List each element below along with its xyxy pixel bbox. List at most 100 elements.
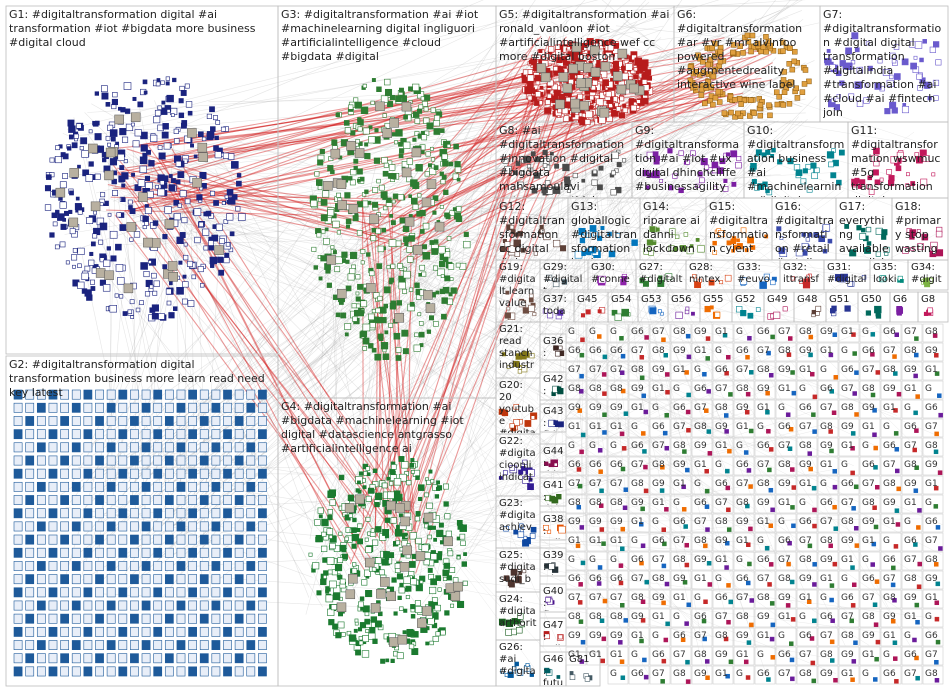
- node-avatar[interactable]: [425, 303, 436, 313]
- node[interactable]: [912, 637, 917, 643]
- node[interactable]: [893, 44, 900, 50]
- node[interactable]: [867, 65, 873, 72]
- node[interactable]: [188, 626, 197, 637]
- node[interactable]: [864, 246, 871, 254]
- node[interactable]: [933, 449, 939, 455]
- node[interactable]: [60, 653, 69, 664]
- node[interactable]: [597, 184, 603, 191]
- node[interactable]: [223, 508, 232, 519]
- node[interactable]: [348, 634, 357, 642]
- node[interactable]: [130, 416, 139, 426]
- node[interactable]: [95, 600, 104, 611]
- node[interactable]: [662, 430, 668, 436]
- node[interactable]: [335, 632, 342, 639]
- node[interactable]: [668, 245, 675, 252]
- node[interactable]: [335, 312, 341, 318]
- node[interactable]: [832, 484, 838, 490]
- node[interactable]: [387, 491, 395, 499]
- node[interactable]: [48, 521, 58, 532]
- node[interactable]: [71, 402, 81, 413]
- node-avatar[interactable]: [168, 272, 178, 282]
- node[interactable]: [522, 476, 530, 484]
- node[interactable]: [223, 521, 232, 532]
- node[interactable]: [859, 233, 867, 240]
- node[interactable]: [653, 170, 659, 177]
- node[interactable]: [405, 595, 410, 600]
- node[interactable]: [504, 312, 511, 319]
- node[interactable]: [770, 655, 776, 660]
- node[interactable]: [933, 485, 939, 491]
- node[interactable]: [329, 580, 337, 589]
- node[interactable]: [258, 547, 267, 558]
- node[interactable]: [731, 42, 737, 48]
- node[interactable]: [728, 109, 734, 116]
- node[interactable]: [705, 336, 711, 341]
- node[interactable]: [648, 249, 654, 256]
- node[interactable]: [641, 431, 646, 436]
- node[interactable]: [328, 534, 333, 539]
- node[interactable]: [351, 533, 359, 542]
- node[interactable]: [757, 112, 764, 119]
- node[interactable]: [164, 416, 174, 426]
- node[interactable]: [106, 521, 116, 532]
- node[interactable]: [94, 173, 101, 180]
- node[interactable]: [410, 470, 415, 474]
- node[interactable]: [523, 537, 531, 545]
- node[interactable]: [426, 122, 434, 130]
- node[interactable]: [60, 508, 69, 519]
- node[interactable]: [417, 193, 422, 198]
- node[interactable]: [199, 534, 209, 545]
- node[interactable]: [793, 85, 799, 92]
- node[interactable]: [396, 652, 404, 660]
- node[interactable]: [865, 41, 870, 46]
- node[interactable]: [426, 329, 432, 334]
- node[interactable]: [829, 597, 834, 603]
- node[interactable]: [777, 159, 783, 165]
- node[interactable]: [188, 481, 197, 492]
- node[interactable]: [522, 569, 527, 574]
- node[interactable]: [106, 495, 116, 505]
- node[interactable]: [631, 54, 637, 61]
- node[interactable]: [523, 155, 531, 163]
- node[interactable]: [140, 262, 148, 270]
- node[interactable]: [60, 587, 69, 598]
- node[interactable]: [118, 561, 128, 571]
- node-avatar[interactable]: [187, 128, 197, 138]
- node[interactable]: [545, 274, 553, 281]
- node[interactable]: [535, 80, 541, 86]
- node[interactable]: [398, 586, 406, 594]
- node[interactable]: [754, 155, 760, 161]
- node[interactable]: [807, 232, 812, 237]
- node[interactable]: [830, 172, 837, 179]
- node[interactable]: [360, 330, 368, 337]
- node[interactable]: [95, 521, 104, 532]
- node[interactable]: [532, 312, 537, 317]
- node[interactable]: [828, 161, 834, 168]
- node[interactable]: [353, 165, 358, 171]
- node[interactable]: [246, 455, 256, 466]
- node[interactable]: [419, 264, 426, 271]
- node-avatar[interactable]: [404, 216, 415, 227]
- node[interactable]: [912, 447, 917, 453]
- node[interactable]: [341, 632, 346, 637]
- node[interactable]: [68, 209, 73, 214]
- node[interactable]: [913, 542, 918, 547]
- node[interactable]: [779, 236, 784, 240]
- node[interactable]: [917, 561, 922, 567]
- node[interactable]: [789, 66, 796, 73]
- node-avatar[interactable]: [576, 78, 586, 88]
- node[interactable]: [702, 100, 708, 107]
- node[interactable]: [634, 57, 643, 66]
- node[interactable]: [435, 290, 440, 295]
- node[interactable]: [109, 129, 118, 137]
- node[interactable]: [892, 354, 897, 359]
- node[interactable]: [579, 525, 585, 530]
- node[interactable]: [187, 260, 194, 267]
- node[interactable]: [544, 107, 551, 114]
- node[interactable]: [198, 221, 204, 227]
- node-avatar[interactable]: [423, 512, 434, 523]
- node[interactable]: [236, 180, 242, 187]
- node[interactable]: [60, 626, 69, 637]
- node[interactable]: [639, 375, 645, 381]
- node-avatar[interactable]: [197, 142, 208, 153]
